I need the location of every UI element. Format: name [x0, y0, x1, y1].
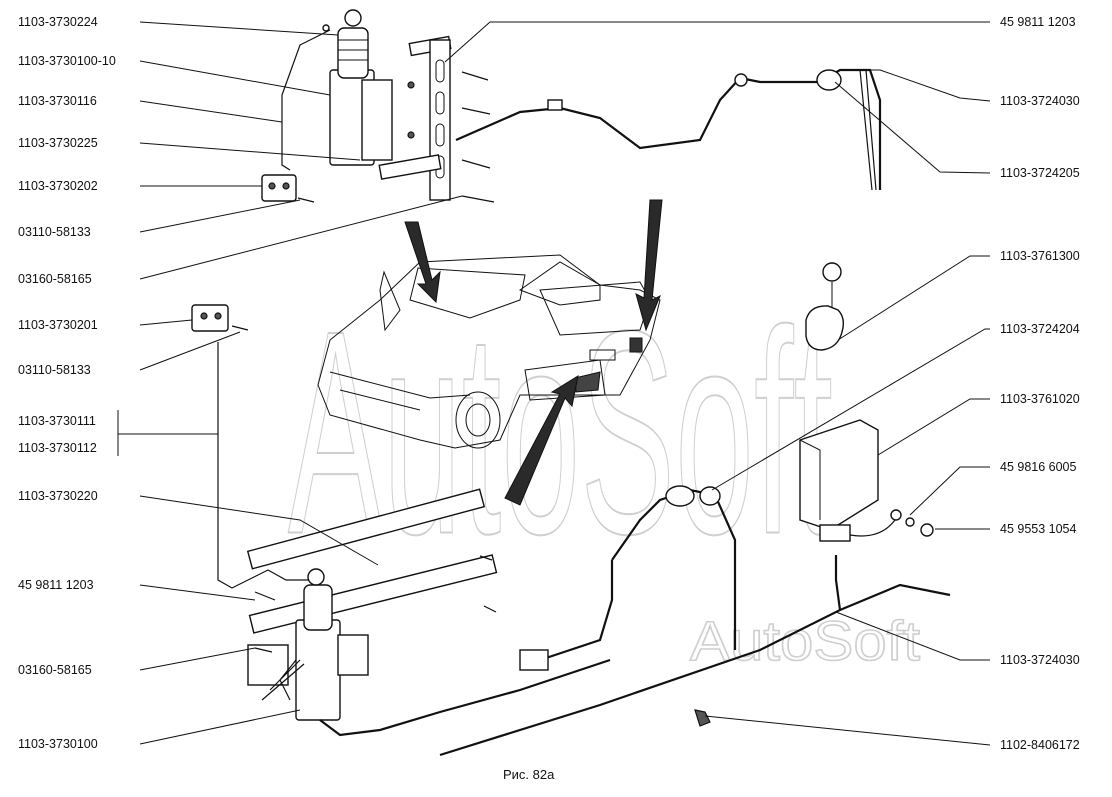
label-left-11: 1103-3730112 — [18, 441, 97, 455]
label-left-5: 1103-3730202 — [18, 179, 98, 193]
label-right-7: 45 9816 6005 — [1000, 460, 1077, 474]
control-unit — [799, 419, 934, 542]
label-left-8: 1103-3730201 — [18, 318, 98, 332]
arrow-to-front-door — [404, 221, 441, 304]
top-clip-block — [261, 174, 315, 203]
middle-clip-block — [191, 304, 249, 332]
arrow-to-rear-door — [635, 199, 663, 332]
label-right-9: 1103-3724030 — [1000, 653, 1080, 667]
label-left-14: 03160-58165 — [18, 663, 92, 677]
label-left-3: 1103-3730116 — [18, 94, 97, 108]
label-right-8: 45 9553 1054 — [1000, 522, 1077, 536]
label-left-15: 1103-3730100 — [18, 737, 98, 751]
arrow-from-harness — [504, 374, 579, 506]
label-left-7: 03160-58165 — [18, 272, 92, 286]
label-right-5: 1103-3724204 — [1000, 322, 1080, 336]
lower-wiring-harness — [439, 485, 951, 757]
label-right-10: 1102-8406172 — [1000, 738, 1080, 752]
top-door-lock-actuator — [281, 9, 495, 203]
leader-lines-left — [117, 21, 463, 745]
figure-caption: Рис. 82а — [503, 767, 555, 782]
label-left-1: 1103-3730224 — [18, 15, 98, 29]
label-left-4: 1103-3730225 — [18, 136, 98, 150]
label-right-2: 1103-3724030 — [1000, 94, 1080, 108]
label-left-13: 45 9811 1203 — [18, 578, 94, 592]
car-illustration — [317, 254, 661, 449]
label-left-6: 03110-58133 — [18, 225, 91, 239]
watermark-large-text: AutoSoft — [288, 270, 833, 595]
bottom-door-lock-actuator — [246, 488, 611, 737]
label-left-12: 1103-3730220 — [18, 489, 98, 503]
remote-key-fob — [805, 262, 845, 351]
label-left-2: 1103-3730100-10 — [18, 54, 116, 68]
label-right-6: 1103-3761020 — [1000, 392, 1080, 406]
labels-left: 1103-3730224 1103-3730100-10 1103-373011… — [18, 15, 116, 751]
top-wiring-harness — [455, 68, 882, 191]
label-right-1: 45 9811 1203 — [1000, 15, 1076, 29]
label-left-9: 03110-58133 — [18, 363, 91, 377]
watermark-large-group: AutoSoft — [287, 269, 834, 595]
label-left-10: 1103-3730111 — [18, 414, 96, 428]
lower-link-rod — [217, 342, 310, 589]
label-right-3: 1103-3724205 — [1000, 166, 1080, 180]
labels-right: 45 9811 1203 1103-3724030 1103-3724205 1… — [1000, 15, 1080, 752]
leader-lines-right — [444, 21, 991, 746]
label-right-4: 1103-3761300 — [1000, 249, 1080, 263]
harness-clip — [694, 709, 711, 727]
